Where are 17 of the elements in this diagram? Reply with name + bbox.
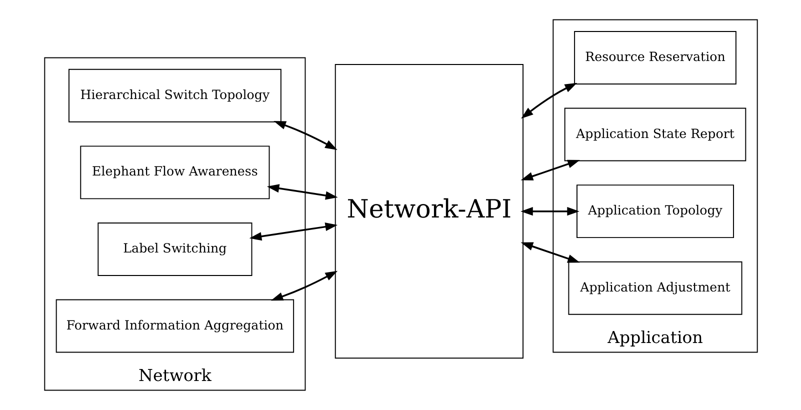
- arrow: [520, 207, 579, 216]
- arrow: [270, 270, 338, 301]
- arrow: [266, 184, 338, 200]
- node-box: Application Topology: [576, 184, 734, 238]
- node-box: Elephant Flow Awareness: [80, 146, 270, 200]
- node-box: Hierarchical Switch Topology: [68, 68, 281, 122]
- node-box: Application State Report: [564, 108, 746, 162]
- arrow: [520, 82, 577, 119]
- node-box: Forward Information Aggregation: [55, 299, 294, 353]
- node-box: Label Switching: [97, 222, 252, 276]
- arrow: [248, 222, 338, 241]
- node-box: Resource Reservation: [574, 30, 736, 84]
- node-box: Application Adjustment: [568, 261, 742, 315]
- node-box: Network-API: [334, 64, 523, 359]
- arrow: [520, 242, 580, 263]
- arrow: [520, 160, 580, 180]
- arrow: [273, 121, 337, 150]
